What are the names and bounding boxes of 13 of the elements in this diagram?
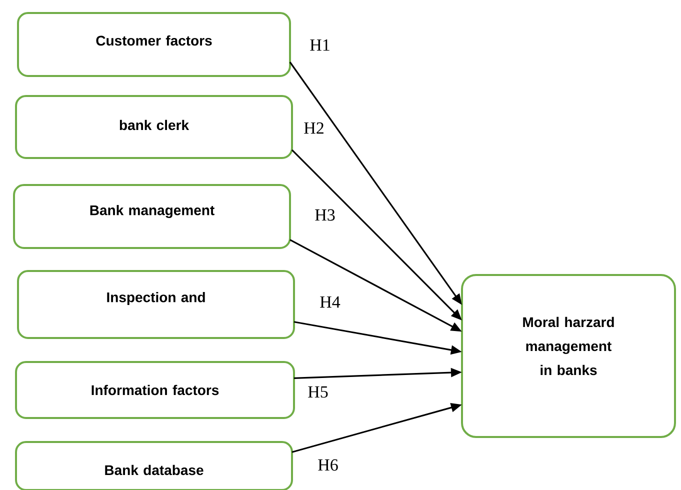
factor-box: Bank management — [13, 184, 291, 249]
edge-label: H5 — [306, 385, 330, 399]
factor-box: Moral harzard management in banks — [461, 274, 676, 438]
edge-label: H1 — [308, 38, 332, 52]
edge-label: H3 — [314, 208, 336, 222]
factor-box: Customer factors — [17, 12, 291, 77]
edge-label: H2 — [302, 121, 326, 135]
factor-box: bank clerk — [15, 95, 293, 159]
edge-label: H6 — [316, 458, 340, 472]
edge-label: H4 — [318, 295, 342, 309]
factor-box: Inspection and — [17, 270, 295, 339]
factor-box: Bank database — [15, 441, 293, 490]
factor-box: Information factors — [15, 361, 295, 419]
